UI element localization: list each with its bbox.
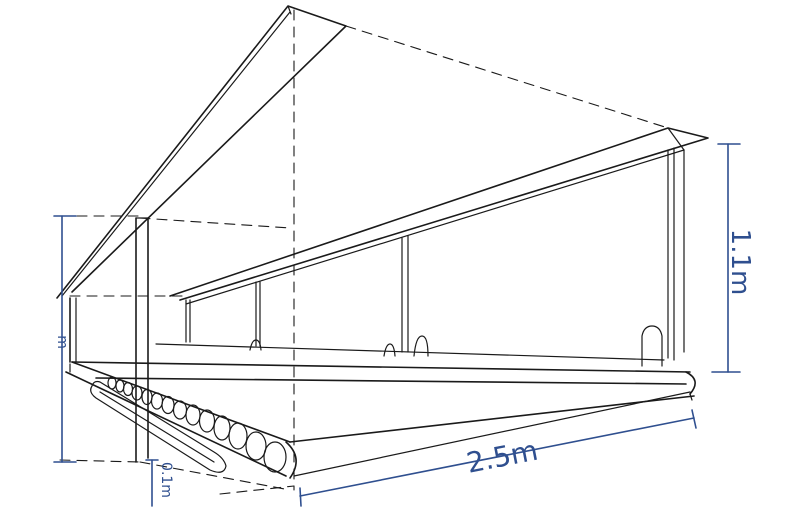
construction-lines [59, 9, 669, 495]
left-poles [69, 217, 149, 463]
left-dimension [53, 215, 77, 463]
conveyor-bed [65, 361, 696, 479]
length-label: 2.5m [464, 434, 541, 480]
back-frame [155, 127, 709, 367]
top-canopy [56, 5, 347, 299]
height-label: 1.1m [725, 229, 755, 296]
side-slot [69, 363, 227, 473]
side-dimension [145, 459, 159, 507]
rollers [107, 376, 287, 473]
side-label: 0.1m [158, 462, 174, 498]
length-dimension [299, 409, 697, 507]
left-label: m [54, 335, 70, 349]
height-dimension [711, 143, 741, 373]
